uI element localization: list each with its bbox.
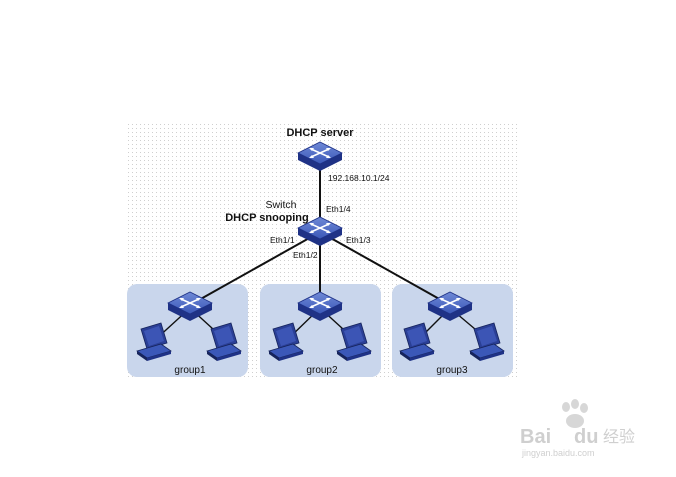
watermark-cn: 经验 xyxy=(603,428,635,446)
group2-label: group2 xyxy=(306,365,338,376)
port-eth1-4-label: Eth1/4 xyxy=(326,204,351,214)
dhcp-server-label: DHCP server xyxy=(286,127,354,139)
link-core-group3 xyxy=(319,231,451,306)
port-eth1-1-label: Eth1/1 xyxy=(270,235,295,245)
watermark-url: jingyan.baidu.com xyxy=(521,448,595,458)
watermark-brand-2: du xyxy=(574,426,598,448)
core-switch-name-label: Switch xyxy=(266,199,297,211)
group1-label: group1 xyxy=(174,365,206,376)
group3-label: group3 xyxy=(436,365,468,376)
link-core-group1 xyxy=(189,231,321,306)
port-eth1-2-label: Eth1/2 xyxy=(293,250,318,260)
watermark-brand: Bai xyxy=(520,426,551,448)
dhcp-snooping-label: DHCP snooping xyxy=(225,212,309,224)
server-ip-label: 192.168.10.1/24 xyxy=(328,173,390,183)
baidu-watermark: Bai du 经验 jingyan.baidu.com xyxy=(520,399,635,458)
port-eth1-3-label: Eth1/3 xyxy=(346,235,371,245)
paw-icon xyxy=(562,399,588,428)
